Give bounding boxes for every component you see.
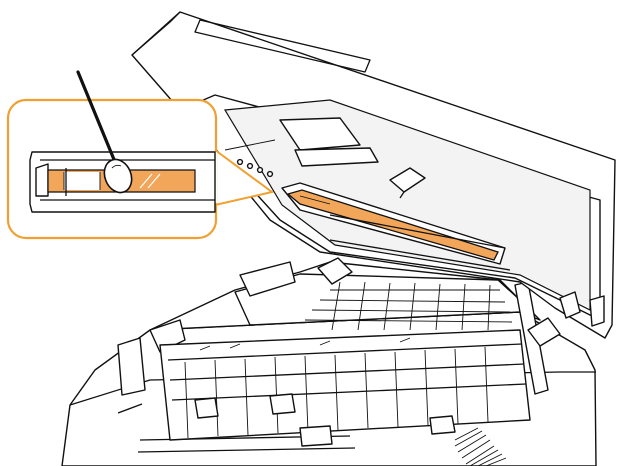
toner-grid	[304, 281, 513, 331]
cotton-swab-icon	[76, 70, 133, 194]
scanner-lid	[131, 11, 616, 339]
scanner-glass-strip	[286, 189, 499, 261]
feed-mechanism	[159, 329, 531, 447]
callout-pointer	[214, 149, 275, 206]
side-vent-grille	[454, 427, 507, 466]
